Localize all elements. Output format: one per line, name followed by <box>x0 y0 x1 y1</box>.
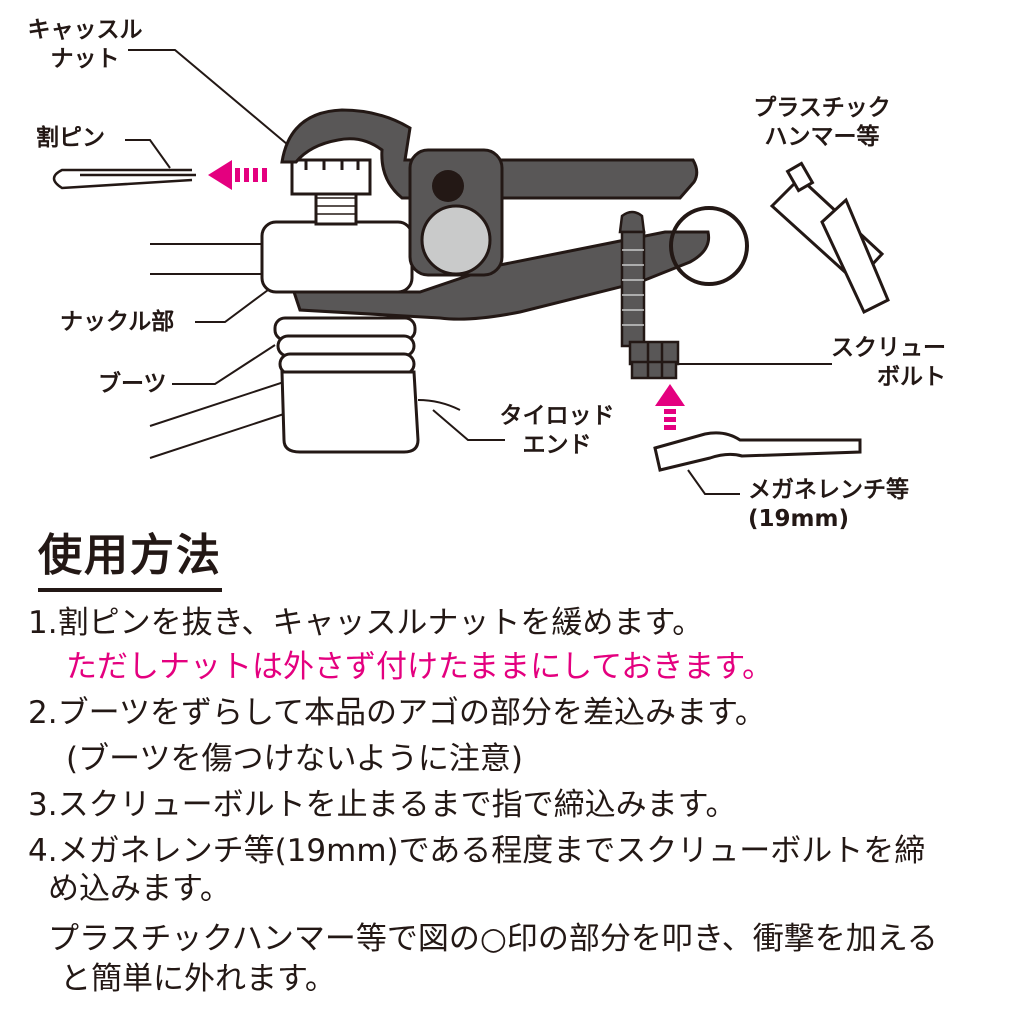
knuckle-block <box>260 220 414 294</box>
arrow-up-icon <box>655 384 685 430</box>
step-3: 3.スクリューボルトを止まるまで指で締込みます。 <box>28 787 737 823</box>
step-4-hammer: プラスチックハンマー等で図の○印の部分を叩き、衝撃を加える <box>48 921 938 957</box>
step-2: 2.ブーツをずらして本品のアゴの部分を差込みます。 <box>28 695 766 731</box>
tool-upper-arm <box>280 108 699 200</box>
strike-point-circle <box>669 206 749 286</box>
label-knuckle: ナックル部 <box>60 309 175 335</box>
label-wrench: メガネレンチ等 (19mm) <box>748 477 909 532</box>
cotter-pin-shape <box>52 168 196 190</box>
plastic-hammer-shape <box>769 161 890 315</box>
step-4-hammer-cont: と簡単に外れます。 <box>60 961 336 997</box>
wrench-shape <box>653 431 862 472</box>
step-1-note: ただしナットは外さず付けたままにしておきます。 <box>66 649 774 685</box>
label-screw-bolt: スクリュー ボルト <box>831 335 946 390</box>
pivot-pin <box>432 170 464 202</box>
label-boot: ブーツ <box>98 371 167 397</box>
tool-usage-diagram <box>52 49 890 495</box>
label-castle-nut: キャッスル ナット <box>27 17 143 72</box>
tie-rod <box>149 243 461 459</box>
leader-cotter-pin <box>125 139 171 169</box>
leader-tie-rod-end <box>432 409 505 441</box>
label-plastic-hammer: プラスチック ハンマー等 <box>753 95 891 150</box>
leader-boot <box>172 344 276 385</box>
boot-shape <box>273 316 420 454</box>
step-2-note: (ブーツを傷つけないように注意) <box>66 741 523 777</box>
leader-castle-nut <box>128 49 301 156</box>
leader-wrench <box>687 469 740 495</box>
tool-lower-jaw <box>291 230 711 321</box>
label-tie-rod-end: タイロッド エンド <box>499 403 615 458</box>
pivot-hub <box>420 204 492 276</box>
step-4: 4.メガネレンチ等(19mm)である程度までスクリューボルトを締 <box>28 833 926 869</box>
step-1: 1.割ピンを抜き、キャッスルナットを緩めます。 <box>28 605 704 641</box>
step-4-cont: め込みます。 <box>48 871 231 907</box>
arrow-left-icon <box>208 160 267 190</box>
label-cotter-pin: 割ピン <box>36 125 105 151</box>
castle-nut-shape <box>290 158 372 226</box>
leader-lines <box>125 49 832 495</box>
leader-knuckle <box>195 289 269 323</box>
instructions-heading: 使用方法 <box>38 528 222 592</box>
screw-bolt-shape <box>618 210 680 380</box>
